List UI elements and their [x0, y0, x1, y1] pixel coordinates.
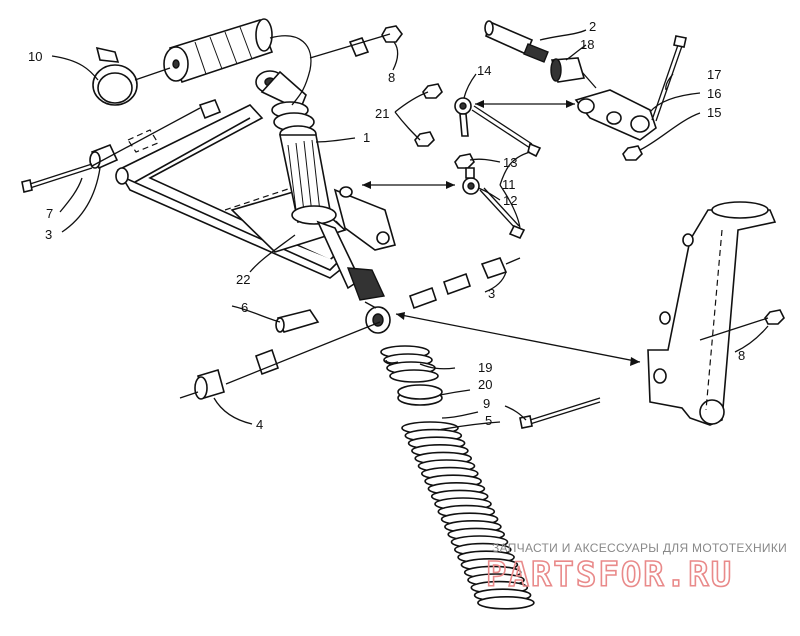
nut-bushing-top [309, 25, 403, 59]
callout-18: 18 [580, 37, 594, 52]
callout-17: 17 [707, 67, 721, 82]
callout-22: 22 [236, 272, 250, 287]
connection-arrows [362, 100, 641, 366]
arm-bushing-left [89, 99, 222, 170]
spacer-20 [397, 384, 443, 406]
clamp [92, 46, 171, 106]
callout-7: 7 [46, 206, 53, 221]
bolt-7 [21, 107, 201, 193]
callout-2: 2 [589, 19, 596, 34]
callout-8-top: 8 [388, 70, 395, 85]
spring-coil [477, 595, 535, 610]
watermark: ЗАПЧАСТИ И АКСЕССУАРЫ ДЛЯ МОТОТЕХНИКИ PA… [485, 541, 787, 596]
spindle [647, 201, 777, 426]
callout-10: 10 [28, 49, 42, 64]
callout-16: 16 [707, 86, 721, 101]
spring-5 [401, 421, 535, 610]
bolt-17 [651, 35, 687, 122]
callout-21: 21 [375, 106, 389, 121]
lower-bushings [365, 257, 521, 334]
callout-11: 11 [502, 177, 516, 192]
callout-20: 20 [478, 377, 492, 392]
shock-absorber [255, 70, 396, 301]
callout-1: 1 [363, 130, 370, 145]
watermark-tagline: ЗАПЧАСТИ И АКСЕССУАРЫ ДЛЯ МОТОТЕХНИКИ [492, 541, 787, 555]
link-rod-2 [484, 20, 549, 63]
nuts-21 [414, 83, 443, 147]
callout-19: 19 [478, 360, 492, 375]
callout-14: 14 [477, 63, 491, 78]
spring-19 [380, 345, 439, 383]
reservoir [163, 18, 312, 106]
callout-9: 9 [483, 396, 490, 411]
callout-13: 13 [503, 155, 517, 170]
bolt-6 [275, 309, 320, 333]
callout-15: 15 [707, 105, 721, 120]
bushing-18 [550, 57, 597, 89]
rod-end-12 [454, 153, 526, 240]
callout-3-upper: 3 [45, 227, 52, 242]
nut-15 [622, 145, 643, 161]
callout-4: 4 [256, 417, 263, 432]
bell-crank-16 [574, 89, 657, 141]
callout-5: 5 [485, 413, 492, 428]
nut-8-right [699, 309, 785, 341]
callout-6: 6 [241, 300, 248, 315]
bolt-9 [519, 397, 601, 429]
callout-12: 12 [503, 193, 517, 208]
watermark-logo: PARTSFOR.RU [486, 555, 733, 595]
callout-8-right: 8 [738, 348, 745, 363]
leader-lines [51, 29, 769, 431]
callout-3-lower: 3 [488, 286, 495, 301]
rod-end-14 [454, 97, 542, 158]
bushing-4 [179, 321, 381, 400]
